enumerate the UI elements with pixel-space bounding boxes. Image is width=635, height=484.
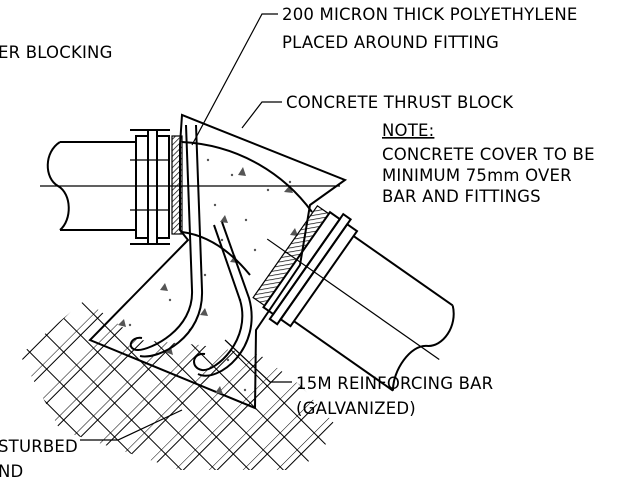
outlet-pipe (252, 204, 455, 392)
reinforcing-bars (129, 124, 253, 377)
polyethylene-label-line2: PLACED AROUND FITTING (282, 33, 499, 52)
thrust-block-label: CONCRETE THRUST BLOCK (286, 93, 514, 112)
undisturbed-label-line2: ND (0, 462, 23, 481)
note-line2: MINIMUM 75mm OVER (382, 166, 572, 185)
rebar-label-line2: (GALVANIZED) (296, 399, 416, 418)
leader-lines (80, 13, 292, 441)
rebar-label-line1: 15M REINFORCING BAR (296, 374, 493, 393)
note-line3: BAR AND FITTINGS (382, 187, 541, 206)
inlet-flange (130, 129, 170, 245)
polyethylene-label-line1: 200 MICRON THICK POLYETHYLENE (282, 5, 578, 24)
bend-fitting (171, 135, 313, 276)
note-line1: CONCRETE COVER TO BE (382, 145, 595, 164)
undisturbed-label-line1: STURBED (0, 437, 78, 456)
water-blocking-label: ER BLOCKING (0, 43, 113, 62)
note-title: NOTE: (382, 121, 434, 140)
